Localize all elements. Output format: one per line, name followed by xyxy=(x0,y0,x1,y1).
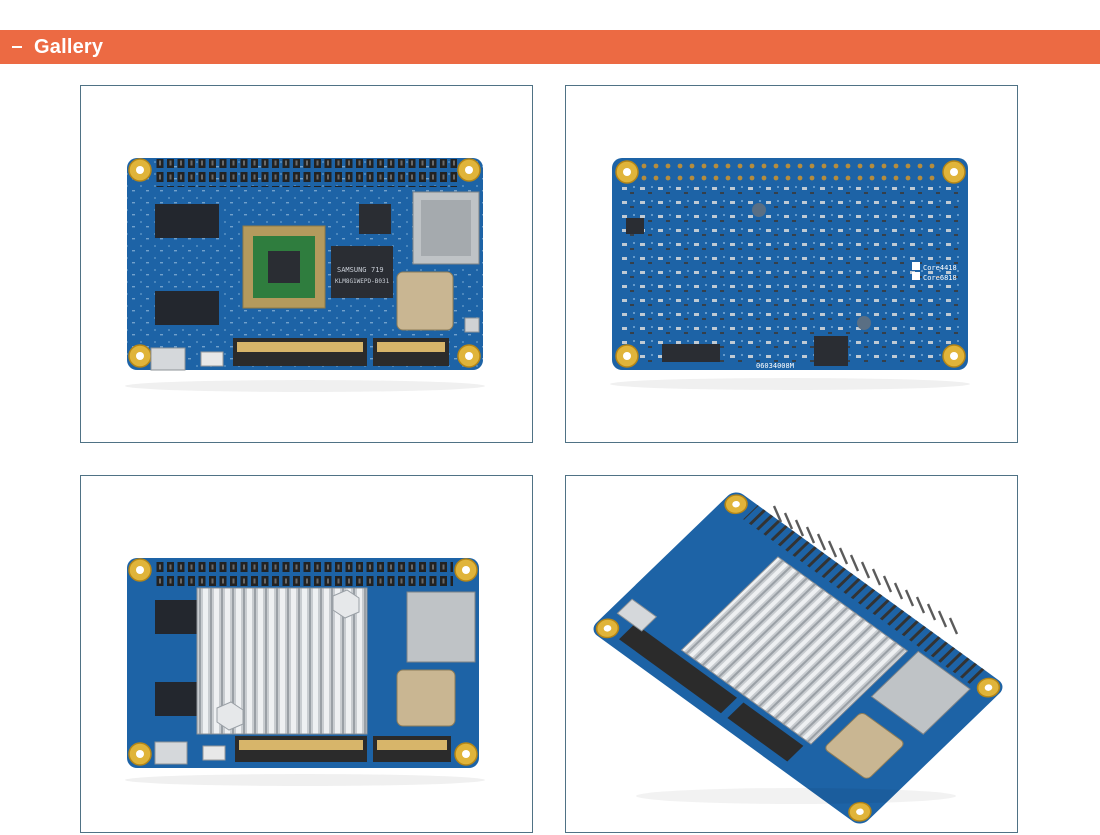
wifi-module xyxy=(396,271,454,331)
svg-text:SAMSUNG: SAMSUNG xyxy=(337,266,367,274)
ram-chip xyxy=(155,291,219,325)
silkscreen-core4418: Core4418 xyxy=(923,264,957,272)
emmc-chip: SAMSUNG 719 KLM8G1WEPD-B031 xyxy=(331,246,393,298)
silkscreen-core6818: Core6818 xyxy=(923,274,957,282)
gpio-header xyxy=(743,505,988,687)
gallery-image-board-top[interactable]: SAMSUNG 719 KLM8G1WEPD-B031 xyxy=(80,85,533,443)
gallery-image-board-bottom[interactable]: Core4418 Core6818 06034008M xyxy=(565,85,1018,443)
board-top-photo: SAMSUNG 719 KLM8G1WEPD-B031 xyxy=(125,158,485,392)
wifi-module xyxy=(825,713,904,779)
svg-text:719: 719 xyxy=(371,266,384,274)
soc-die xyxy=(268,251,300,283)
lcd-connector xyxy=(618,623,738,714)
microsd-slot xyxy=(406,591,476,663)
gpio-header xyxy=(153,558,453,586)
pmic-chip xyxy=(814,336,848,366)
section-title: Gallery xyxy=(34,35,104,58)
heatsink-standoff xyxy=(216,701,244,731)
board-heatsink-angled-photo xyxy=(593,492,1003,824)
gallery-section-header: Gallery xyxy=(0,30,1100,64)
microsd-slot xyxy=(870,650,971,735)
wifi-module xyxy=(396,669,456,727)
camera-connector xyxy=(727,702,804,762)
minus-icon xyxy=(12,46,22,48)
collapse-toggle-button[interactable] xyxy=(0,30,34,64)
silkscreen-serial: 06034008M xyxy=(756,362,794,370)
gpio-header xyxy=(153,159,457,187)
heatsink xyxy=(680,556,909,745)
ram-chip xyxy=(155,204,219,238)
board-bottom-photo: Core4418 Core6818 06034008M xyxy=(610,158,970,390)
micro-usb-port xyxy=(150,347,186,371)
micro-usb-port xyxy=(154,741,188,765)
gallery-image-board-heatsink-angled[interactable] xyxy=(565,475,1018,833)
heatsink-standoff xyxy=(332,589,360,619)
micro-usb-port xyxy=(616,598,658,632)
board-heatsink-top-photo xyxy=(125,558,485,786)
svg-text:KLM8G1WEPD-B031: KLM8G1WEPD-B031 xyxy=(335,278,390,285)
gallery-image-board-heatsink-top[interactable] xyxy=(80,475,533,833)
